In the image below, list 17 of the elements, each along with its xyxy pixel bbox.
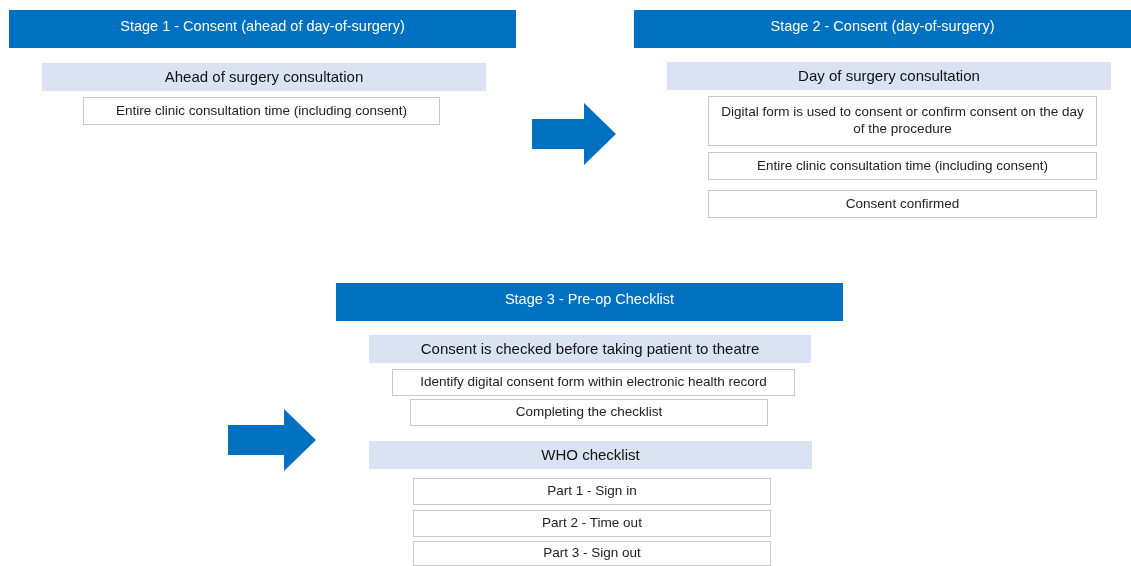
- section-heading: WHO checklist: [369, 441, 812, 469]
- block-arrow: [532, 103, 616, 165]
- step-box: Consent confirmed: [708, 190, 1097, 218]
- step-box: Part 2 - Time out: [413, 510, 771, 537]
- step-box: Digital form is used to consent or confirm consent on the day of the procedure: [708, 96, 1097, 146]
- step-box: Identify digital consent form within electronic health record: [392, 369, 795, 396]
- step-box: Entire clinic consultation time (including consent): [708, 152, 1097, 180]
- step-box: Entire clinic consultation time (including consent): [83, 97, 440, 125]
- step-box: Completing the checklist: [410, 399, 768, 426]
- section-heading: Day of surgery consultation: [667, 62, 1111, 90]
- section-heading: Ahead of surgery consultation: [42, 63, 486, 91]
- stage-header: Stage 3 - Pre-op Checklist: [336, 283, 843, 321]
- stage-header: Stage 2 - Consent (day-of-surgery): [634, 10, 1131, 48]
- section-heading: Consent is checked before taking patient to theatre: [369, 335, 811, 363]
- stage-header: Stage 1 - Consent (ahead of day-of-surgery): [9, 10, 516, 48]
- step-box: Part 3 - Sign out: [413, 541, 771, 566]
- step-box: Part 1 - Sign in: [413, 478, 771, 505]
